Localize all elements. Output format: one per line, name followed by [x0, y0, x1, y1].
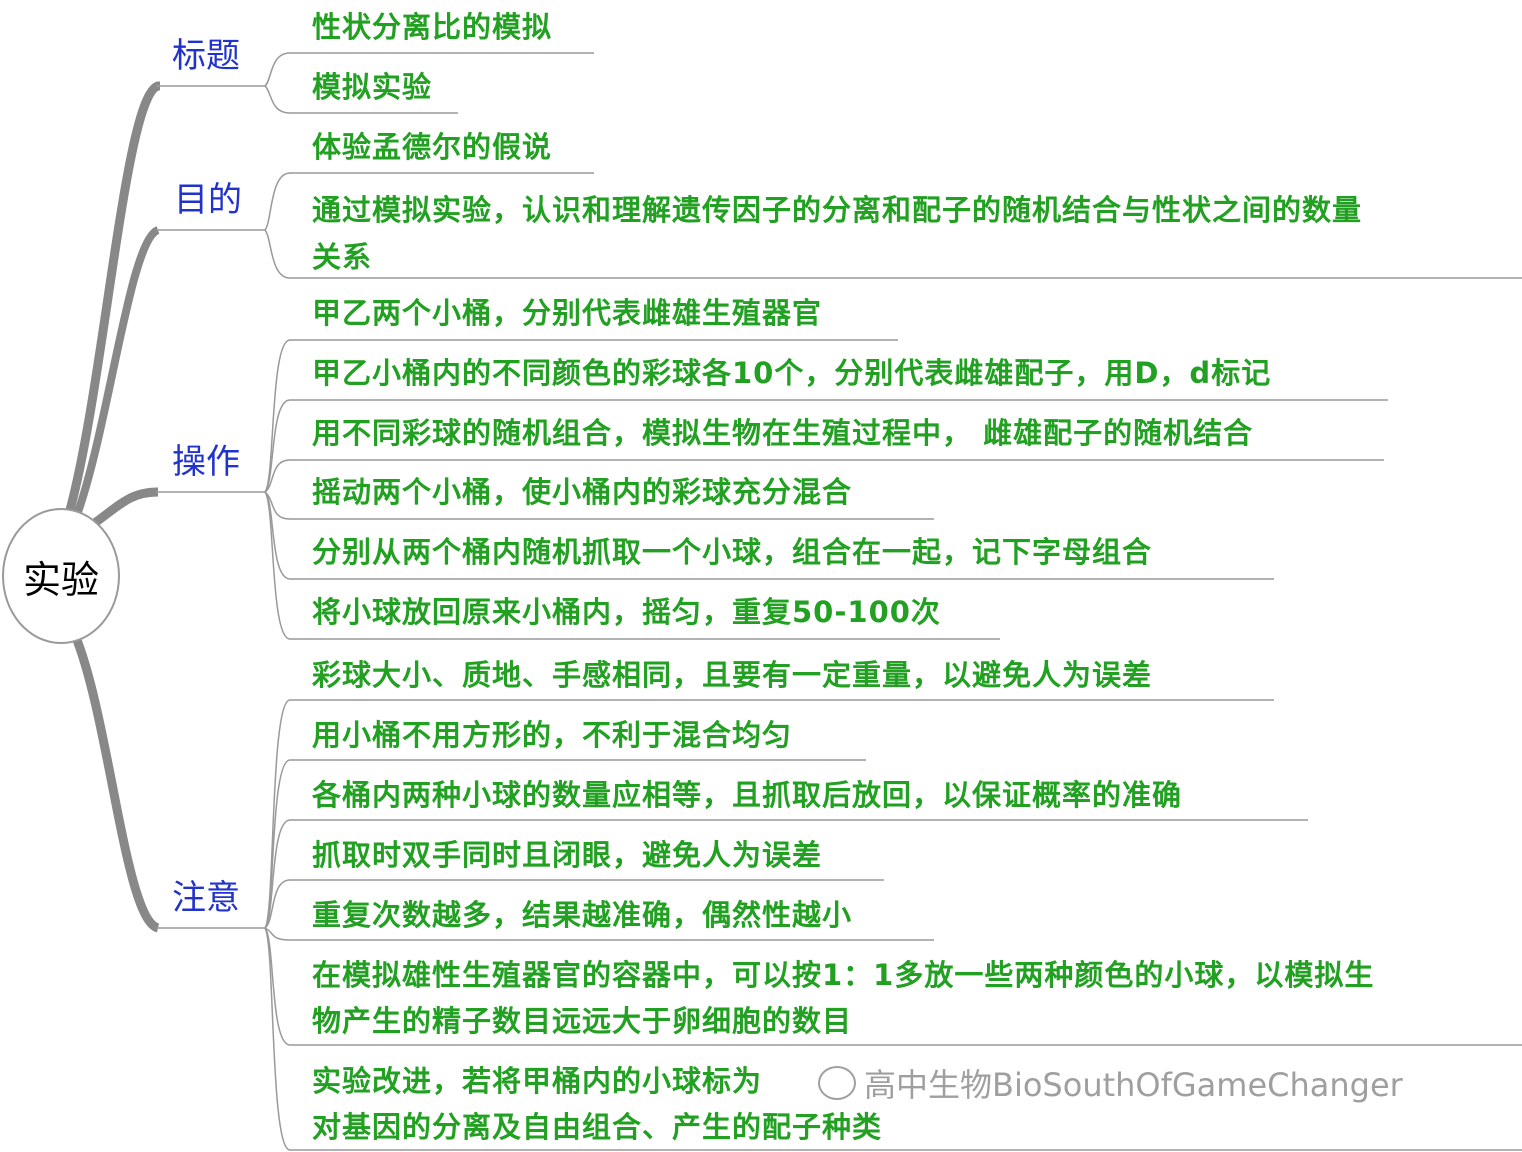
branch-connector-mudi	[74, 226, 161, 514]
branch-connector-zhuyi	[70, 633, 161, 933]
leaf-notes-5: 重复次数越多，结果越准确，偶然性越小	[312, 898, 853, 932]
leaf-operation-6: 将小球放回原来小桶内，摇匀，重复50-100次	[312, 595, 941, 629]
branch-operation: 操作	[172, 442, 240, 482]
root-node: 实验	[2, 508, 120, 644]
leaf-operation-1: 甲乙两个小桶，分别代表雌雄生殖器官	[312, 296, 823, 330]
leaf-purpose-1: 体验孟德尔的假说	[312, 130, 553, 164]
leaf-purpose-2-line1: 通过模拟实验，认识和理解遗传因子的分离和配子的随机结合与性状之间的数量	[312, 193, 1363, 227]
watermark: 高中生物BioSouthOfGameChanger	[818, 1060, 1403, 1106]
leaf-operation-5: 分别从两个桶内随机抓取一个小球，组合在一起，记下字母组合	[312, 535, 1153, 569]
leaf-notes-1: 彩球大小、质地、手感相同，且要有一定重量，以避免人为误差	[312, 658, 1153, 692]
leaf-operation-4: 摇动两个小桶，使小桶内的彩球充分混合	[312, 475, 853, 509]
leaf-title-1: 性状分离比的模拟	[312, 10, 553, 44]
branch-connector-caozuo	[89, 487, 159, 529]
wechat-icon	[818, 1066, 856, 1100]
leaf-operation-3: 用不同彩球的随机组合，模拟生物在生殖过程中， 雌雄配子的随机结合	[312, 416, 1254, 450]
leaf-notes-3: 各桶内两种小球的数量应相等，且抓取后放回，以保证概率的准确	[312, 778, 1183, 812]
branch-notes: 注意	[172, 878, 240, 918]
leaf-title-2: 模拟实验	[312, 70, 433, 104]
watermark-text: 高中生物BioSouthOfGameChanger	[864, 1066, 1403, 1104]
leaf-notes-2: 用小桶不用方形的，不利于混合均匀	[312, 718, 793, 752]
leaf-operation-2: 甲乙小桶内的不同颜色的彩球各10个，分别代表雌雄配子，用D，d标记	[312, 356, 1272, 390]
leaf-notes-7-line1: 实验改进，若将甲桶内的小球标为	[312, 1064, 763, 1098]
branch-connector-biaoti	[65, 81, 161, 512]
leaf-notes-4: 抓取时双手同时且闭眼，避免人为误差	[312, 838, 823, 872]
branch-title: 标题	[172, 36, 240, 76]
branch-purpose: 目的	[174, 180, 242, 220]
leaf-notes-6-line2: 物产生的精子数目远远大于卵细胞的数目	[312, 1004, 853, 1038]
leaf-purpose-2-line2: 关系	[312, 240, 373, 274]
leaf-notes-6-line1: 在模拟雄性生殖器官的容器中，可以按1：1多放一些两种颜色的小球，以模拟生	[312, 958, 1375, 992]
leaf-notes-7-line2: 对基因的分离及自由组合、产生的配子种类	[312, 1110, 883, 1144]
